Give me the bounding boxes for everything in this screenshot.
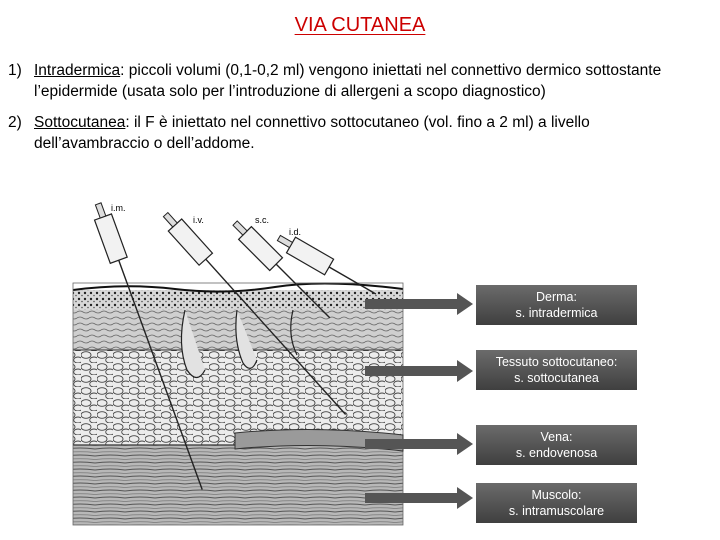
page-title: VIA CUTANEA: [294, 14, 426, 36]
label-line: Tessuto sottocutaneo:: [495, 355, 618, 369]
list-item-intradermica: 1) Intradermica: piccoli volumi (0,1-0,2…: [8, 60, 708, 102]
syringe-im: i.m.: [93, 202, 203, 490]
label-line: s. intradermica: [515, 306, 598, 320]
list-text: Intradermica: piccoli volumi (0,1-0,2 ml…: [34, 60, 708, 102]
arrow-derma: [365, 293, 473, 315]
list-number: 1): [8, 62, 22, 79]
arrow-vena: [365, 433, 473, 455]
label-line: Derma:: [536, 290, 577, 304]
list-item-sottocutanea: 2) Sottocutanea: il F è iniettato nel co…: [8, 112, 708, 154]
label-line: s. endovenosa: [515, 446, 598, 460]
term-intradermica: Intradermica: [34, 62, 121, 79]
label-vena: Vena: s. endovenosa: [476, 425, 637, 465]
arrow-muscolo: [365, 487, 473, 509]
syringe-sc: s.c.: [232, 215, 331, 319]
list-text: Sottocutanea: il F è iniettato nel conne…: [34, 112, 708, 154]
syringe-label: i.d.: [289, 227, 301, 237]
list-number: 2): [8, 114, 22, 131]
syringe-iv: i.v.: [162, 211, 347, 415]
syringe-label: i.m.: [111, 203, 126, 213]
label-sottocutaneo: Tessuto sottocutaneo: s. sottocutanea: [476, 350, 637, 390]
syringe-label: s.c.: [255, 215, 269, 225]
route-list: 1) Intradermica: piccoli volumi (0,1-0,2…: [8, 60, 708, 164]
tissue-block: [72, 282, 404, 526]
label-muscolo: Muscolo: s. intramuscolare: [476, 483, 637, 523]
label-line: s. sottocutanea: [514, 371, 599, 385]
skin-injection-figure: i.m. i.v. s.c. i.d.: [65, 195, 640, 530]
label-line: s. intramuscolare: [508, 504, 605, 518]
label-line: Vena:: [540, 430, 573, 444]
term-sottocutanea: Sottocutanea: [34, 114, 126, 131]
description-sottocutanea: : il F è iniettato nel connettivo sottoc…: [34, 114, 590, 152]
skin-layers-illustration: i.m. i.v. s.c. i.d.: [72, 202, 473, 526]
label-derma: Derma: s. intradermica: [476, 285, 637, 325]
syringe-id: i.d.: [276, 227, 377, 295]
syringe-label: i.v.: [193, 215, 204, 225]
label-line: Muscolo:: [531, 488, 582, 502]
description-intradermica: : piccoli volumi (0,1-0,2 ml) vengono in…: [34, 62, 662, 100]
arrow-sottocutaneo: [365, 360, 473, 382]
